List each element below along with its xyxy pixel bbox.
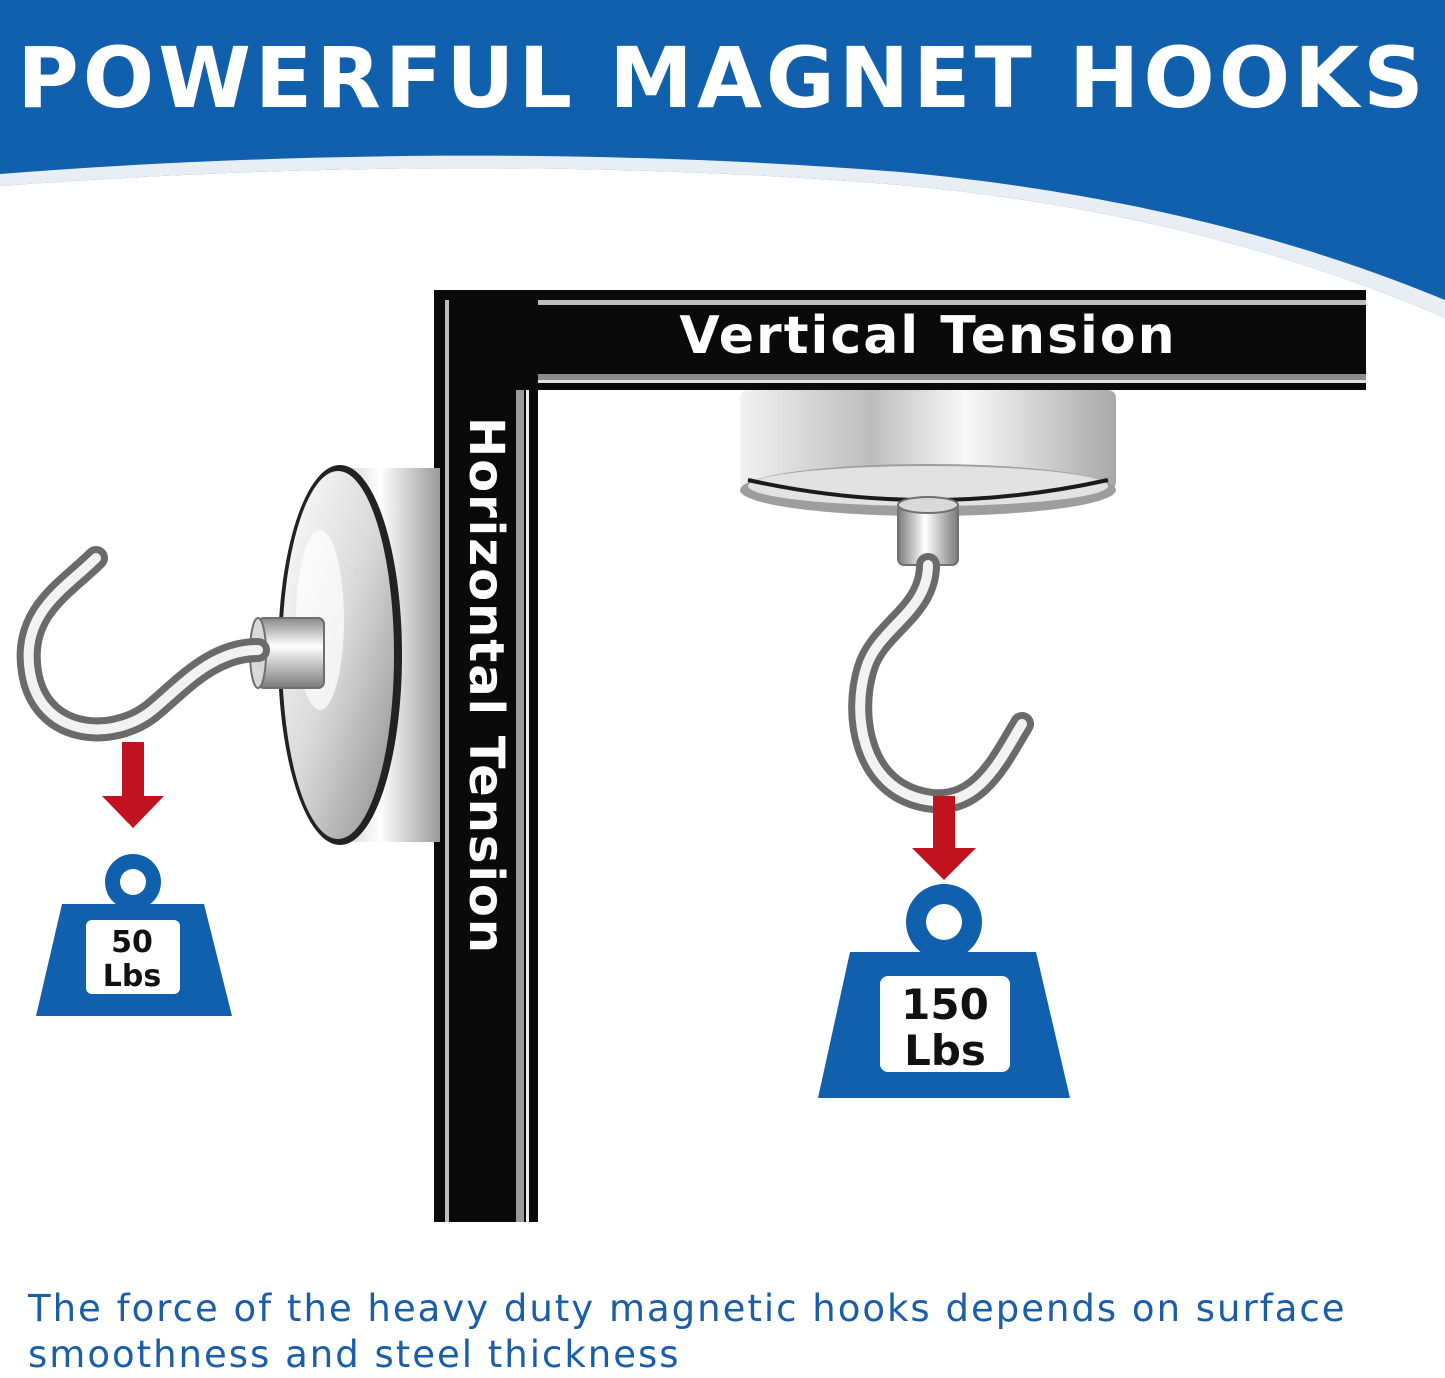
down-arrow-icon: [102, 742, 164, 828]
ceiling-hook: [848, 553, 1034, 814]
weight-label-left: 50 Lbs: [102, 925, 162, 994]
horizontal-tension-label: Horizontal Tension: [458, 416, 514, 956]
wall-magnet: [249, 465, 440, 845]
header-swoosh: [0, 155, 1445, 318]
weight-icon: [36, 854, 232, 1016]
vertical-tension-label: Vertical Tension: [679, 306, 1177, 366]
caption-text: The force of the heavy duty magnetic hoo…: [28, 1287, 1347, 1376]
down-arrow-icon: [912, 796, 976, 880]
steel-bar: [434, 290, 1366, 1222]
wall-hook: [16, 546, 270, 742]
weight-icon: [818, 884, 1070, 1098]
weight-label-right: 150 Lbs: [901, 980, 989, 1075]
header-banner: [0, 0, 1445, 318]
page-title: POWERFUL MAGNET HOOKS: [17, 29, 1428, 127]
ceiling-magnet: [740, 390, 1116, 566]
